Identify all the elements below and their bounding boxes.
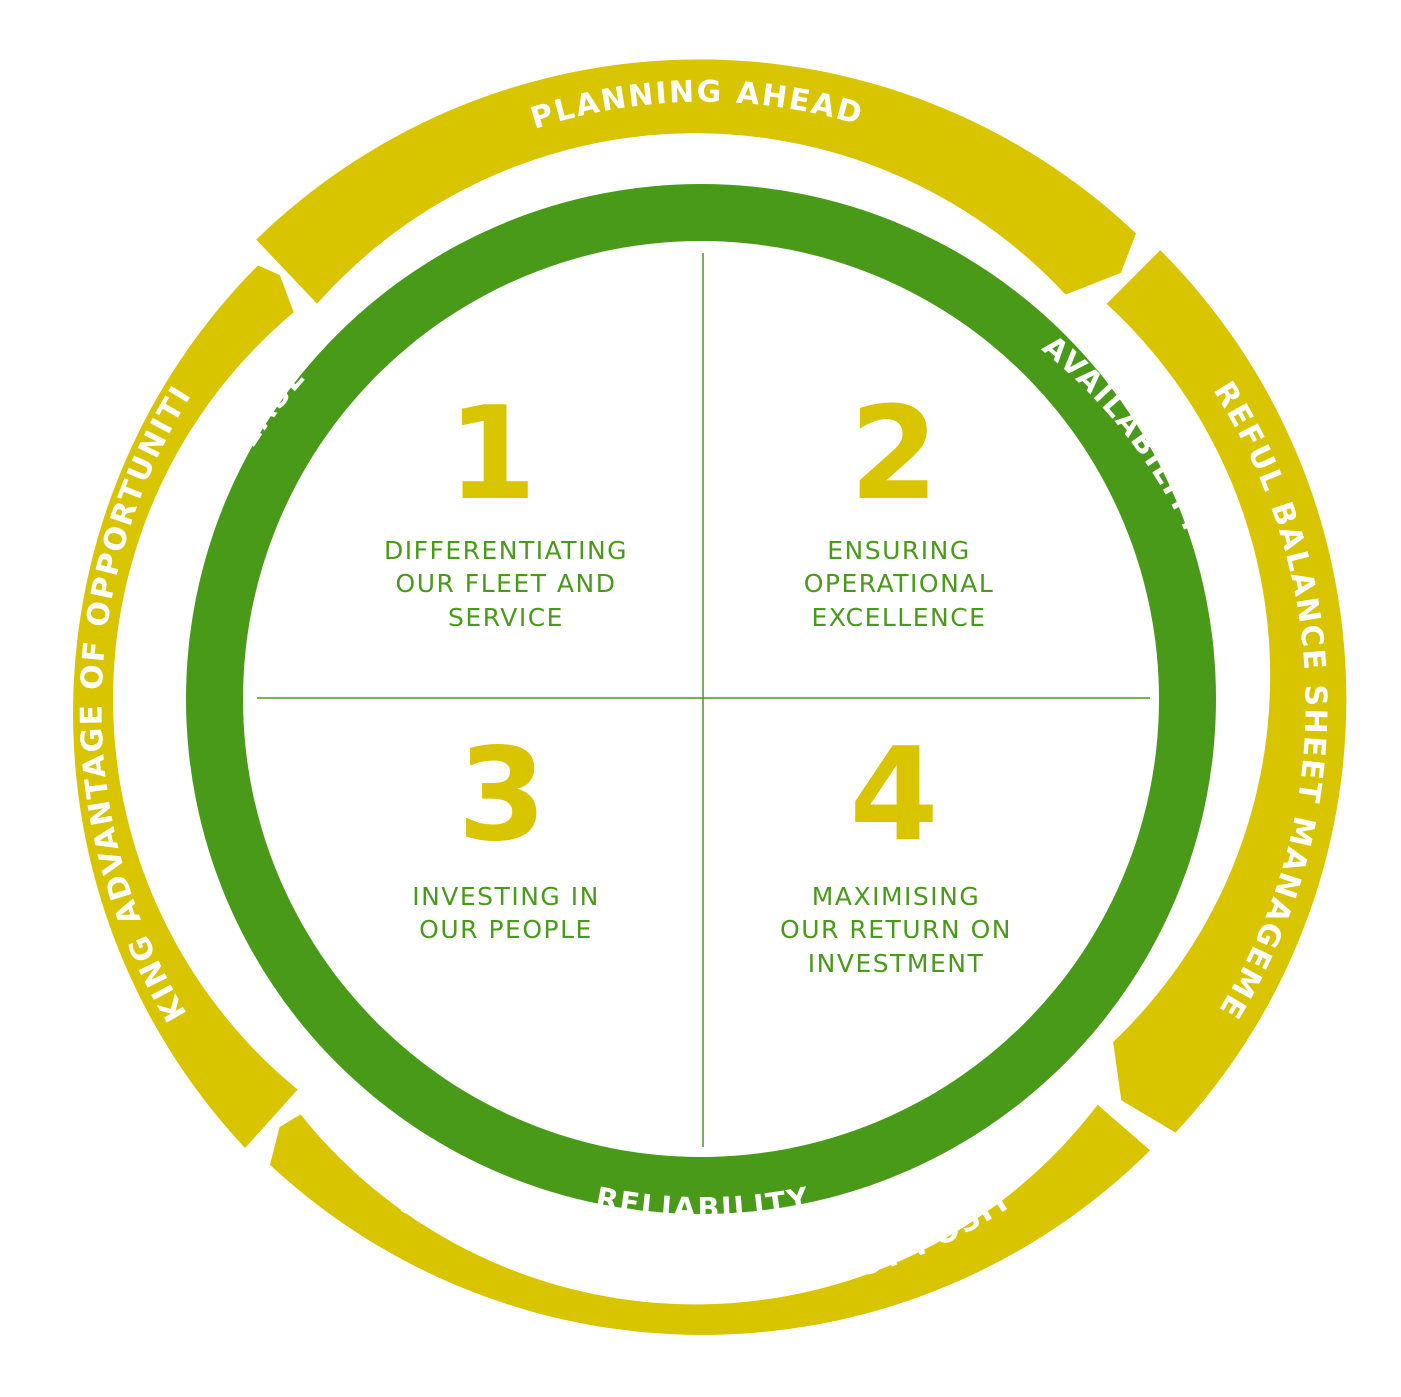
quadrant-4: 4 MAXIMISING OUR RETURN ON INVESTMENT <box>780 721 1012 978</box>
quadrant-3-line-1: INVESTING IN <box>412 882 600 911</box>
outer-segment-right <box>1106 250 1347 1133</box>
outer-segment-left <box>73 265 298 1148</box>
quadrant-2-line-2: OPERATIONAL <box>804 569 995 598</box>
quadrant-3-number: 3 <box>457 721 546 870</box>
outer-ring <box>73 59 1347 1335</box>
inner-white-disc <box>243 241 1159 1157</box>
quadrant-1: 1 DIFFERENTIATING OUR FLEET AND SERVICE <box>384 380 628 632</box>
quadrant-1-line-1: DIFFERENTIATING <box>384 536 628 565</box>
quadrant-2-line-1: ENSURING <box>827 536 970 565</box>
quadrant-1-line-2: OUR FLEET AND <box>396 569 617 598</box>
quadrant-1-line-3: SERVICE <box>448 603 564 632</box>
quadrant-4-number: 4 <box>849 721 938 870</box>
quadrant-2-number: 2 <box>849 380 938 529</box>
outer-label-left-text: TAKING ADVANTAGE OF OPPORTUNITIES <box>0 0 197 1028</box>
quadrant-dividers <box>257 253 1150 1147</box>
outer-segment-top <box>256 59 1136 304</box>
quadrant-2-line-3: EXCELLENCE <box>812 603 987 632</box>
quadrant-3-line-2: OUR PEOPLE <box>419 915 593 944</box>
quadrant-4-line-3: INVESTMENT <box>808 949 984 978</box>
outer-segment-bottom <box>270 1104 1151 1335</box>
quadrant-1-number: 1 <box>447 380 536 529</box>
quadrant-2: 2 ENSURING OPERATIONAL EXCELLENCE <box>804 380 995 632</box>
quadrant-4-line-1: MAXIMISING <box>812 882 980 911</box>
outer-label-left: TAKING ADVANTAGE OF OPPORTUNITIES <box>0 0 199 1028</box>
quadrant-3: 3 INVESTING IN OUR PEOPLE <box>412 721 600 944</box>
inner-ring <box>186 184 1216 1214</box>
quadrant-4-line-2: OUR RETURN ON <box>780 915 1012 944</box>
